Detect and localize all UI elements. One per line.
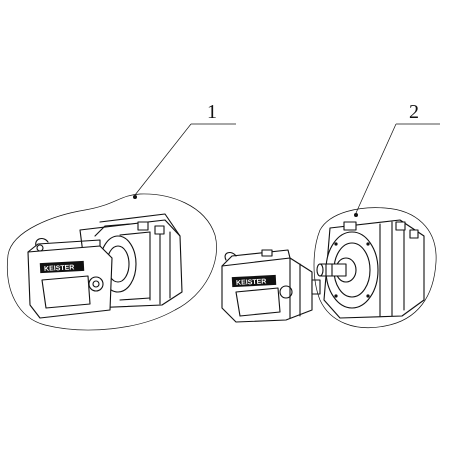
- group-2-outline: [313, 207, 437, 329]
- callout-2: 2: [354, 101, 440, 217]
- callout-2-leader: [355, 123, 397, 214]
- callout-1-leader: [134, 123, 192, 196]
- callout-2-number: 2: [409, 101, 419, 123]
- group-1-assembly: KEISTER: [6, 193, 217, 331]
- callout-2-dot: [354, 213, 358, 217]
- group-1-brand-label: KEISTER: [44, 264, 75, 273]
- callout-1: 1: [133, 101, 236, 199]
- group-2-brand-label: KEISTER: [236, 278, 267, 287]
- callout-1-dot: [133, 195, 137, 199]
- group-2-assembly: KEISTER: [221, 207, 437, 329]
- callout-1-number: 1: [207, 101, 217, 123]
- group-1-outline: [6, 193, 217, 331]
